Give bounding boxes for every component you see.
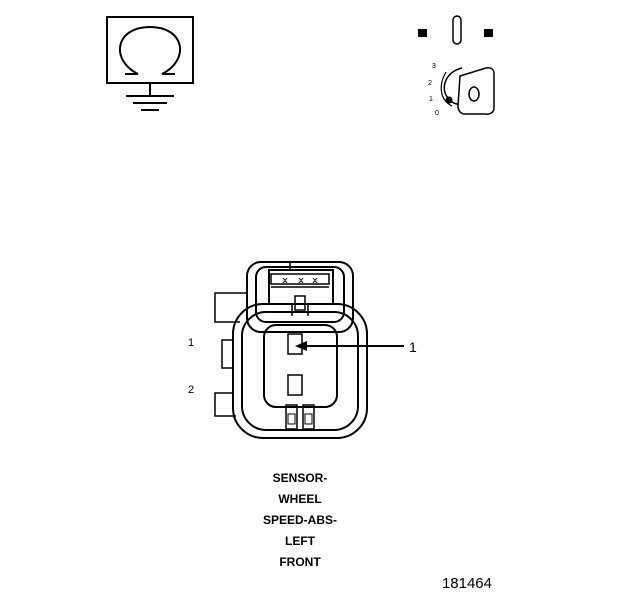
caption-line: WHEEL <box>278 492 322 506</box>
caption-line: FRONT <box>279 555 321 569</box>
key-position-label: 0 <box>435 110 439 117</box>
component-caption: SENSOR- WHEEL SPEED-ABS- LEFT FRONT <box>200 468 400 573</box>
caption-line: LEFT <box>285 534 315 548</box>
pin-label: 2 <box>188 384 195 396</box>
caption-line: SPEED-ABS- <box>262 513 337 527</box>
figure-number: 181464 <box>441 575 492 592</box>
key-position-label: 1 <box>429 96 433 103</box>
caption-line: SENSOR- <box>272 471 328 485</box>
connector-icon <box>214 261 368 439</box>
ohmmeter-icon <box>106 16 194 111</box>
callout-label: 1 <box>409 339 417 355</box>
callout-arrow <box>295 341 404 351</box>
key-position-label: 2 <box>428 80 432 87</box>
pin-label: 1 <box>188 337 195 349</box>
key-position-label: 3 <box>432 63 436 70</box>
ignition-key-icon <box>418 15 495 115</box>
